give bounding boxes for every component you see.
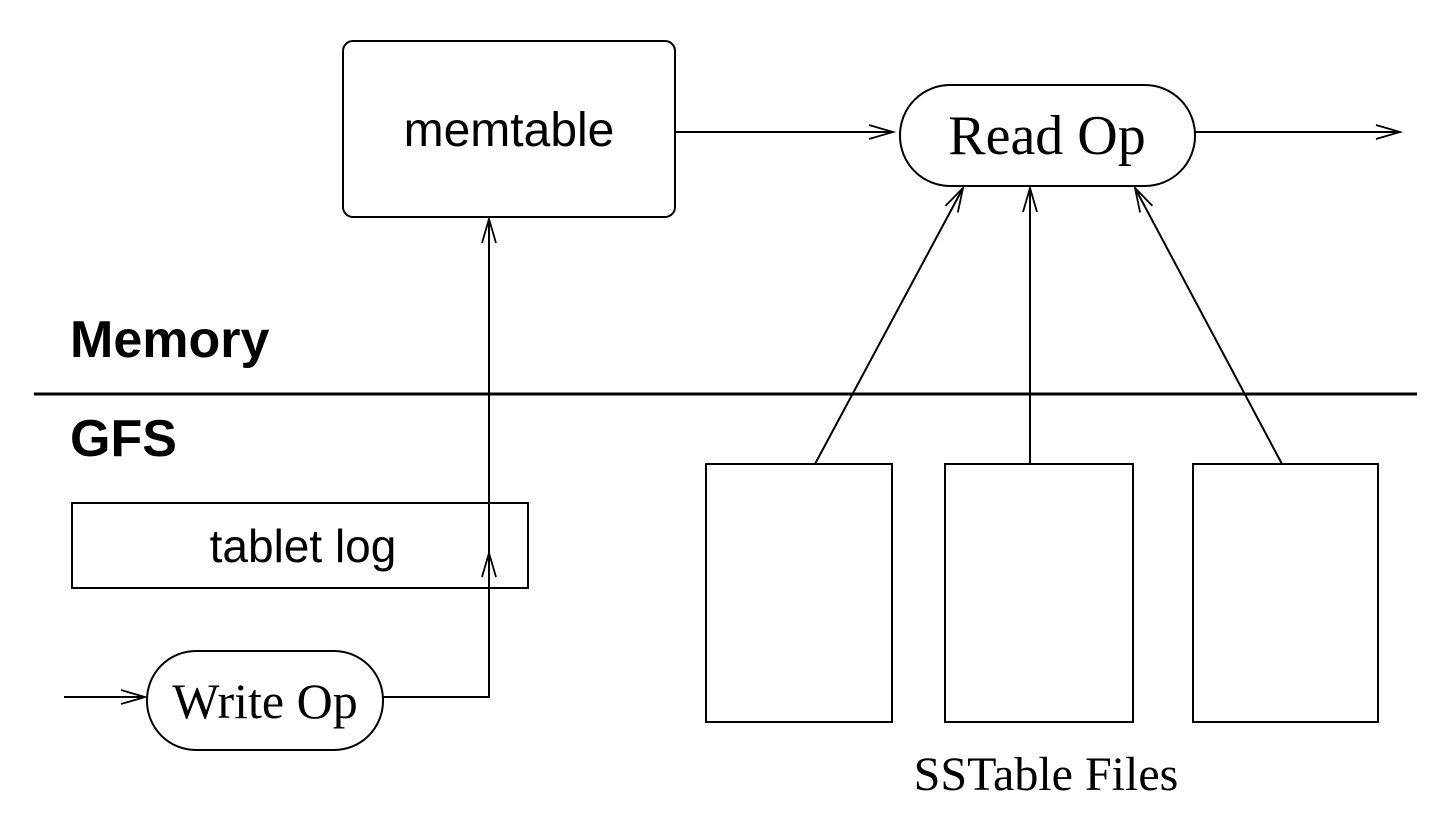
gfs-region-label: GFS <box>70 410 177 468</box>
read-op-node <box>899 84 1196 187</box>
sstable-file-2 <box>944 463 1134 723</box>
tablet-log-box <box>71 502 529 589</box>
sstable-file-1 <box>705 463 893 723</box>
memtable-box <box>342 40 676 218</box>
sstable-file-3 <box>1192 463 1379 723</box>
arrow-sstable1-to-readop <box>814 188 963 465</box>
arrow-writeop-to-tabletlog <box>383 553 489 698</box>
read-op-label: Read Op <box>948 105 1146 167</box>
memory-region-label: Memory <box>70 311 269 369</box>
arrow-sstable3-to-readop <box>1135 188 1283 465</box>
memtable-label: memtable <box>404 104 615 157</box>
sstable-files-caption: SSTable Files <box>914 748 1179 801</box>
diagram-shapes <box>34 40 1417 751</box>
diagram-labels: memtable Read Op Memory GFS tablet log W… <box>70 104 1178 801</box>
tablet-log-label: tablet log <box>210 520 397 572</box>
write-op-label: Write Op <box>172 673 357 729</box>
